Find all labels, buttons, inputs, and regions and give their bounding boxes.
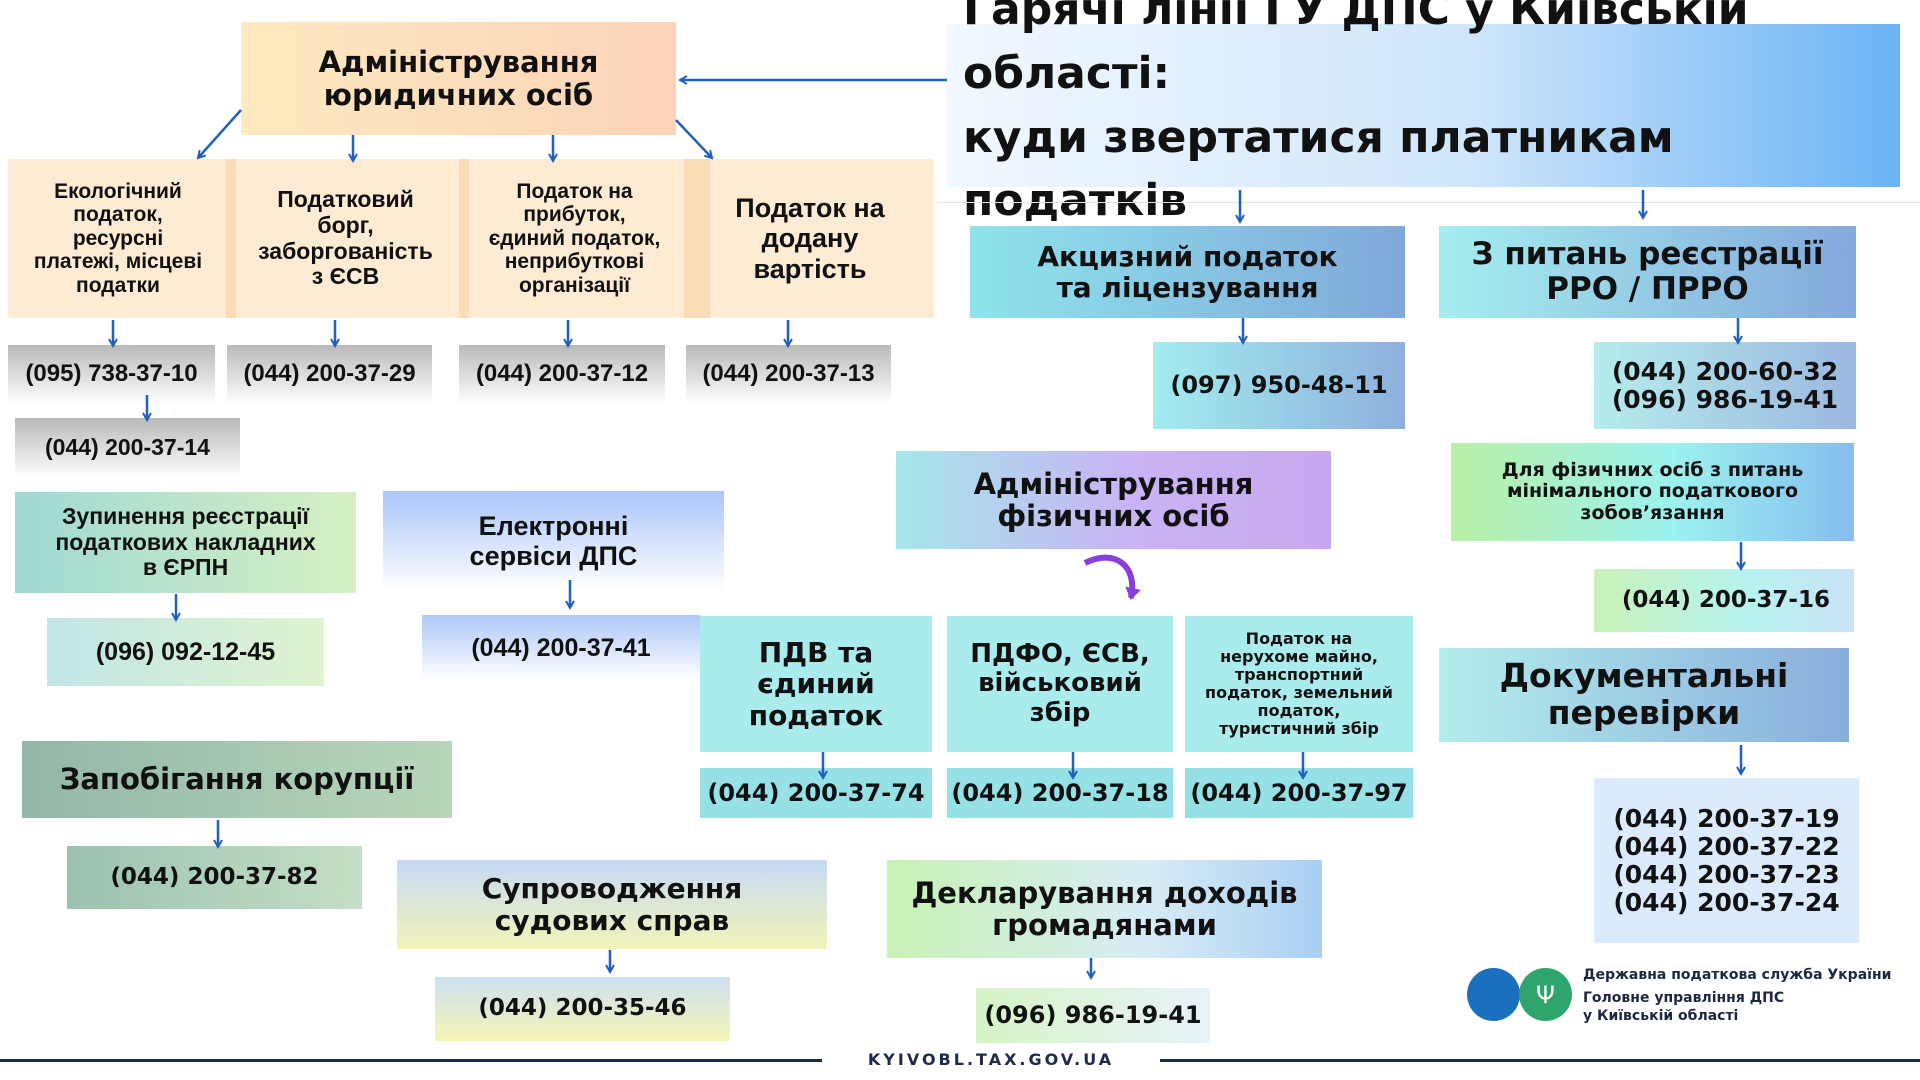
audits-phones[interactable]: (044) 200-37-19 (044) 200-37-22 (044) 20… xyxy=(1594,778,1859,943)
individuals-item-pdfo: ПДФО, ЄСВ, військовий збір xyxy=(947,616,1173,752)
audits-box: Документальні перевірки xyxy=(1439,648,1849,742)
page-title: Гарячі лінії ГУ ДПС у Київській області:… xyxy=(947,0,1900,226)
court-phone[interactable]: (044) 200-35-46 xyxy=(435,977,730,1041)
individuals-heading: Адміністрування фізичних осіб xyxy=(896,451,1331,549)
footer-line-right xyxy=(1160,1059,1920,1062)
court-box: Супроводження судових справ xyxy=(397,860,827,949)
individuals-phone-property[interactable]: (044) 200-37-97 xyxy=(1185,768,1413,818)
individuals-phone-pdfo[interactable]: (044) 200-37-18 xyxy=(947,768,1173,818)
eservices-box: Електронні сервіси ДПС xyxy=(383,491,724,591)
separator xyxy=(459,159,469,318)
arrow xyxy=(198,109,242,158)
org-name: Державна податкова служба України xyxy=(1583,967,1892,983)
rro-box: З питань реєстрації РРО / ПРРО xyxy=(1439,226,1856,318)
excise-box: Акцизний податок та ліцензування xyxy=(970,226,1405,318)
separator xyxy=(684,159,710,318)
minimal-obligation-phone[interactable]: (044) 200-37-16 xyxy=(1594,569,1854,632)
declaration-box: Декларування доходів громадянами xyxy=(887,860,1322,958)
logo-blue-circle xyxy=(1467,968,1520,1021)
legal-item-eco: Екологічний податок, ресурсні платежі, м… xyxy=(8,159,228,318)
declaration-phone[interactable]: (096) 986-19-41 xyxy=(976,988,1210,1043)
phone-profit[interactable]: (044) 200-37-12 xyxy=(459,345,665,404)
trident-icon: Ψ xyxy=(1519,968,1572,1021)
phone-eco-2[interactable]: (044) 200-37-14 xyxy=(15,418,240,478)
individuals-item-vat: ПДВ та єдиний податок xyxy=(700,616,932,752)
minimal-obligation-box: Для фізичних осіб з питань мінімального … xyxy=(1451,443,1854,541)
excise-phone[interactable]: (097) 950-48-11 xyxy=(1153,342,1405,429)
corruption-box: Запобігання корупції xyxy=(22,741,452,818)
legal-item-debt: Податковий борг, заборгованість з ЄСВ xyxy=(228,159,463,318)
website-url[interactable]: KYIVOBL.TAX.GOV.UA xyxy=(867,1050,1115,1069)
individuals-item-property: Податок на нерухоме майно, транспортний … xyxy=(1185,616,1413,752)
arrow xyxy=(675,119,712,158)
curved-arrow xyxy=(1083,554,1141,600)
legal-item-vat: Податок на додану вартість xyxy=(686,159,934,318)
footer-line-left xyxy=(0,1059,822,1062)
separator xyxy=(226,159,236,318)
erpn-box: Зупинення реєстрації податкових накладни… xyxy=(15,492,356,593)
individuals-phone-vat[interactable]: (044) 200-37-74 xyxy=(700,768,932,818)
rro-phones[interactable]: (044) 200-60-32 (096) 986-19-41 xyxy=(1594,342,1856,429)
phone-vat[interactable]: (044) 200-37-13 xyxy=(686,345,891,404)
corruption-phone[interactable]: (044) 200-37-82 xyxy=(67,846,362,909)
unit-name: Головне управління ДПС у Київській облас… xyxy=(1583,990,1785,1024)
dps-logo: Ψ xyxy=(1467,968,1573,1022)
phone-debt[interactable]: (044) 200-37-29 xyxy=(227,345,432,404)
phone-eco-1[interactable]: (095) 738-37-10 xyxy=(8,345,215,404)
legal-item-profit: Податок на прибуток, єдиний податок, неп… xyxy=(463,159,686,318)
erpn-phone[interactable]: (096) 092-12-45 xyxy=(47,618,324,686)
divider xyxy=(937,202,1920,203)
legal-entities-heading: Адміністрування юридичних осіб xyxy=(241,22,676,135)
eservices-phone[interactable]: (044) 200-37-41 xyxy=(422,615,700,681)
